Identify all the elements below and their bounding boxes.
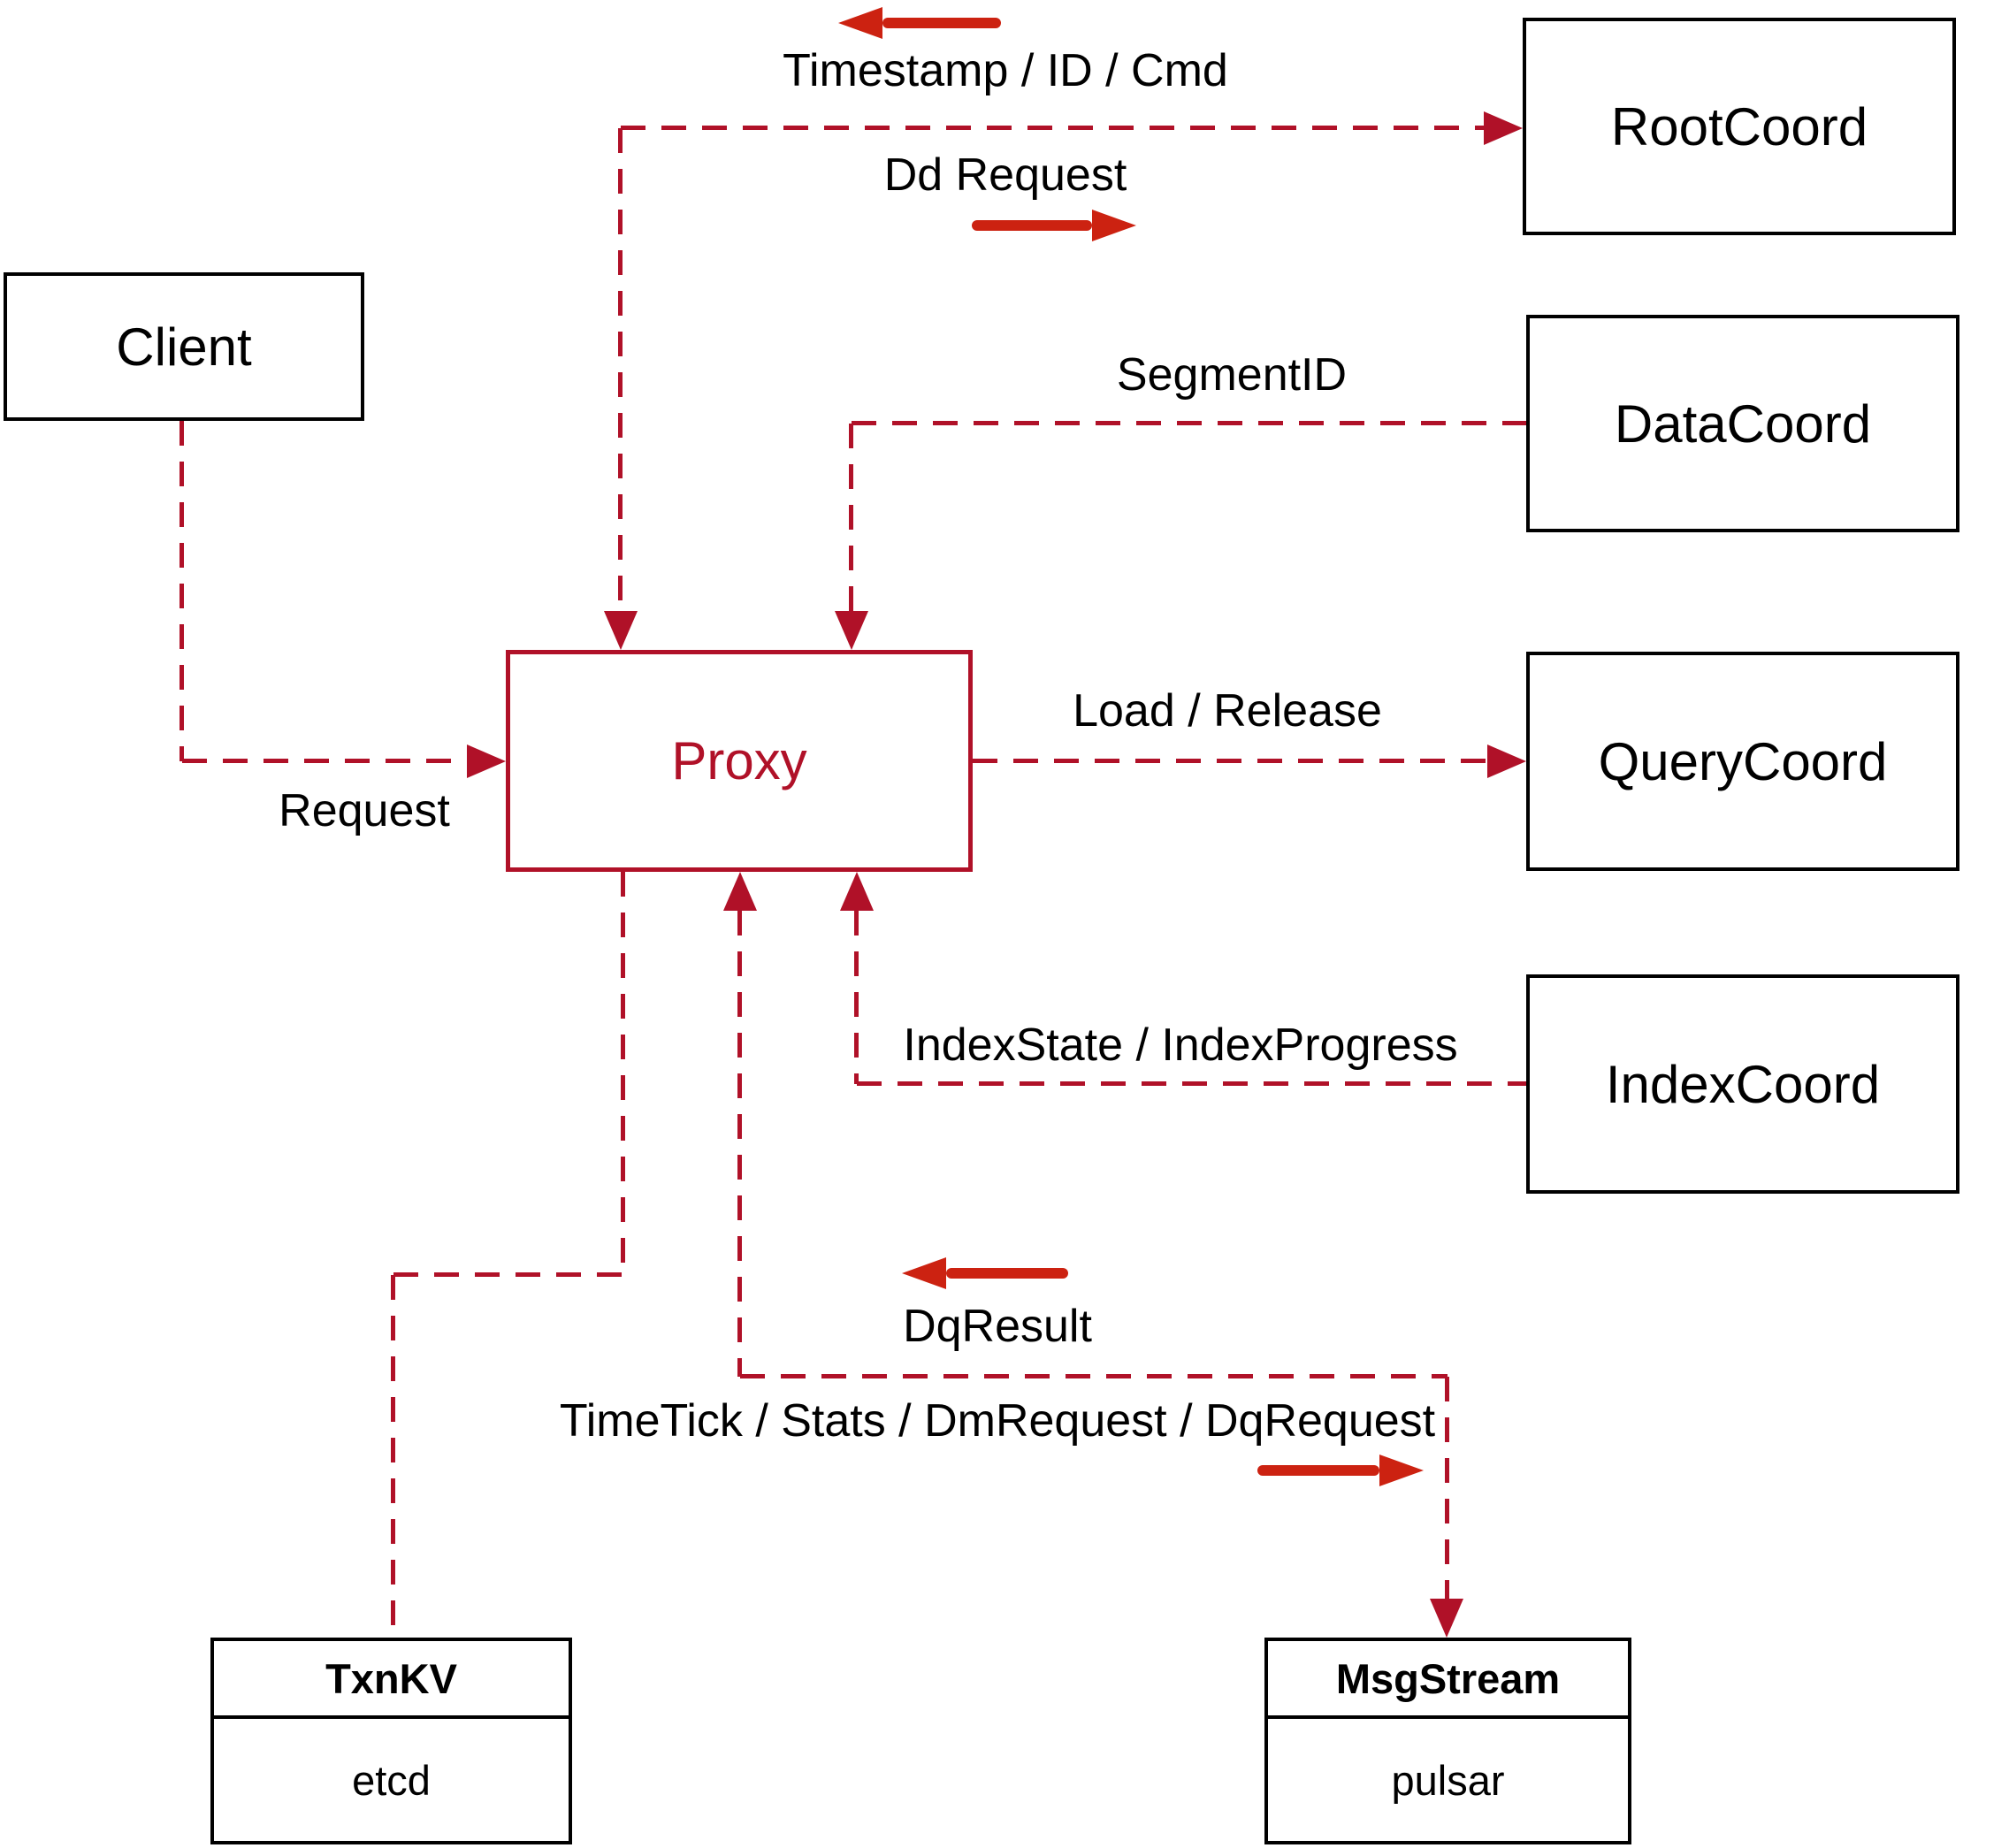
node-proxy-label: Proxy — [671, 731, 807, 790]
connector-proxy-msgstream-horizontal — [740, 1374, 1448, 1378]
arrow-right-tip — [1379, 1455, 1424, 1486]
node-client-label: Client — [116, 317, 252, 377]
arrow-shaft — [1257, 1465, 1379, 1476]
node-msgstream-impl: pulsar — [1391, 1756, 1505, 1804]
node-datacoord: DataCoord — [1526, 315, 1959, 532]
arrowhead-into-proxy-bottom-left — [723, 872, 757, 911]
node-msgstream-title: MsgStream — [1268, 1641, 1628, 1719]
node-querycoord: QueryCoord — [1526, 652, 1959, 871]
edge-label-dd-request: Dd Request — [883, 149, 1127, 201]
arrow-left-icon — [838, 7, 1001, 39]
connector-proxy-querycoord-horizontal — [973, 759, 1487, 763]
connector-indexcoord-proxy-vertical — [854, 911, 859, 1084]
connector-proxy-txnkv-vertical-upper — [621, 872, 625, 1275]
arrow-left-icon — [902, 1257, 1068, 1289]
connector-proxy-txnkv-vertical-lower — [391, 1275, 395, 1638]
edge-label-dq-result: DqResult — [903, 1301, 1092, 1352]
arrow-left-tip — [902, 1257, 946, 1289]
node-msgstream: MsgStream pulsar — [1264, 1638, 1631, 1844]
node-querycoord-label: QueryCoord — [1598, 731, 1888, 791]
connector-indexcoord-proxy-horizontal — [857, 1081, 1526, 1086]
node-txnkv-title: TxnKV — [214, 1641, 569, 1719]
node-proxy: Proxy — [506, 650, 973, 872]
arrowhead-into-rootcoord — [1484, 111, 1523, 145]
node-rootcoord: RootCoord — [1523, 18, 1956, 235]
arrow-shaft — [882, 18, 1001, 28]
arrowhead-into-proxy-top-right — [835, 611, 868, 650]
edge-label-request: Request — [279, 785, 450, 836]
connector-proxy-rootcoord-horizontal — [621, 126, 1484, 130]
arrowhead-into-proxy-bottom-right — [840, 872, 874, 911]
node-txnkv: TxnKV etcd — [210, 1638, 572, 1844]
connector-datacoord-proxy-vertical — [849, 424, 853, 613]
node-indexcoord-label: IndexCoord — [1605, 1054, 1881, 1114]
node-rootcoord-label: RootCoord — [1610, 96, 1868, 157]
arrowhead-into-msgstream — [1430, 1599, 1463, 1638]
edge-label-load-release: Load / Release — [1073, 685, 1382, 737]
connector-proxy-rootcoord-vertical — [618, 128, 623, 613]
edge-label-index-state: IndexState / IndexProgress — [903, 1019, 1458, 1071]
arrow-shaft — [972, 220, 1092, 231]
node-datacoord-label: DataCoord — [1614, 393, 1872, 454]
arrow-right-icon — [972, 210, 1136, 241]
arrow-shaft — [946, 1268, 1068, 1279]
edge-label-timestamp-id-cmd: Timestamp / ID / Cmd — [783, 45, 1228, 96]
node-txnkv-impl: etcd — [352, 1756, 431, 1804]
connector-proxy-msgstream-vertical-upper — [737, 911, 742, 1377]
edge-label-timetick: TimeTick / Stats / DmRequest / DqRequest — [559, 1395, 1436, 1447]
connector-datacoord-proxy-horizontal — [852, 421, 1526, 425]
arrow-left-tip — [838, 7, 882, 39]
arrow-right-icon — [1257, 1455, 1424, 1486]
arrowhead-into-querycoord — [1487, 745, 1526, 778]
connector-client-proxy-vertical — [180, 421, 184, 761]
edge-label-segment-id: SegmentID — [1116, 349, 1348, 401]
arrow-right-tip — [1092, 210, 1136, 241]
arrowhead-into-proxy-left — [467, 745, 506, 778]
node-client: Client — [4, 272, 364, 421]
connector-proxy-msgstream-vertical-lower — [1445, 1377, 1449, 1599]
node-indexcoord: IndexCoord — [1526, 974, 1959, 1194]
arrowhead-into-proxy-top-left — [604, 611, 638, 650]
connector-proxy-txnkv-horizontal — [393, 1272, 623, 1277]
connector-client-proxy-horizontal — [182, 759, 467, 763]
